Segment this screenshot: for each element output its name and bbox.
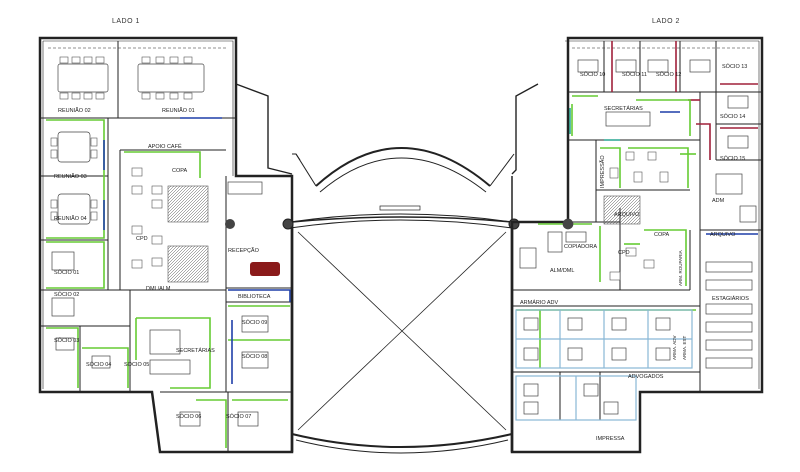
intern-workstations [705, 261, 753, 369]
teal-partitions [569, 108, 620, 141]
label-reuniao-01: REUNIÃO 01 [162, 107, 195, 114]
label-socio-01: SÓCIO 01 [54, 269, 79, 276]
label-advogados: ADVOGADOS [628, 374, 664, 380]
desks-right-upper [577, 59, 757, 223]
label-adm: ADM [712, 198, 725, 204]
label-copa-right: COPA [654, 232, 670, 238]
lawyers-desks [523, 317, 671, 415]
label-socio-07: SÓCIO 07 [226, 413, 251, 420]
room-labels-left: REUNIÃO 02 REUNIÃO 01 REUNIÃO 03 REUNIÃO… [54, 107, 271, 420]
label-copiadora: COPIADORA [564, 244, 597, 250]
label-reuniao-02: REUNIÃO 02 [58, 107, 91, 114]
central-atrium [282, 147, 520, 454]
label-socio-05: SÓCIO 05 [124, 361, 149, 368]
wc-fixtures-left [131, 167, 209, 283]
right-blue-outlines [660, 111, 758, 235]
label-cpd-right: CPD [618, 250, 630, 256]
label-socio-15: SÓCIO 15 [720, 155, 745, 162]
label-socio-11: SÓCIO 11 [622, 71, 647, 78]
left-wing [38, 36, 294, 454]
label-secretarias-right: SECRETÁRIAS [604, 105, 643, 112]
left-blue-outlines [103, 117, 291, 384]
side-label-left: LADO 1 [112, 18, 140, 25]
label-socio-14: SÓCIO 14 [720, 113, 745, 120]
label-secretarias-left: SECRETÁRIAS [176, 347, 215, 354]
label-socio-03: SÓCIO 03 [54, 337, 79, 344]
entrance-arc-outer [315, 147, 491, 187]
label-arma-est: ARMA. EST [682, 335, 687, 360]
label-socio-13: SÓCIO 13 [722, 63, 747, 70]
reception-area [225, 181, 280, 276]
label-socio-09: SÓCIO 09 [242, 319, 267, 326]
label-estagiarios: ESTAGIÁRIOS [712, 295, 749, 302]
label-arm-rouparia: ARM. ROUPARIA [678, 250, 683, 286]
label-recepcao: RECEPÇÃO [228, 247, 260, 254]
atrium-slanted-walls [235, 83, 539, 175]
label-socio-12: SÓCIO 12 [656, 71, 681, 78]
room-labels-right: SÓCIO 10 SÓCIO 11 SÓCIO 12 SÓCIO 13 SÓCI… [520, 63, 749, 442]
copy-room-furniture [519, 218, 587, 269]
label-reuniao-04: REUNIÃO 04 [54, 215, 87, 222]
label-arquivo-right: ARQUIVO [710, 232, 736, 238]
label-socio-08: SÓCIO 08 [242, 353, 267, 360]
left-green-outlines [46, 119, 290, 448]
wc-fixtures-right [603, 151, 669, 281]
label-impressa: IMPRESSA [596, 436, 625, 442]
label-impressao: IMPRESSÃO [599, 155, 606, 188]
label-armario-adv: ARMÁRIO ADV [520, 299, 559, 306]
label-socio-06: SÓCIO 06 [176, 413, 201, 420]
label-reuniao-03: REUNIÃO 03 [54, 173, 87, 180]
label-socio-02: SÓCIO 02 [54, 291, 79, 298]
label-copa-left: COPA [172, 168, 188, 174]
right-red-outlines [611, 41, 758, 160]
label-apoio-cafe: APOIO CAFÉ [148, 143, 182, 150]
side-label-right: LADO 2 [652, 18, 680, 25]
right-wing [510, 36, 764, 454]
label-arquivo: ARQUIVO [614, 212, 640, 218]
chairs-left [50, 56, 193, 221]
label-alm-dml: ALM/DML [550, 268, 574, 274]
left-wing-outer-wall [38, 36, 294, 454]
desks-left-lower [55, 315, 269, 427]
label-socio-04: SÓCIO 04 [86, 361, 111, 368]
label-socio-10: SÓCIO 10 [580, 71, 605, 78]
conference-tables-left [51, 63, 205, 317]
label-dml-alm: DML/ALM [146, 286, 171, 292]
label-biblioteca: BIBLIOTECA [238, 294, 271, 300]
bottom-arc [291, 433, 513, 448]
lawyers-partitions [515, 309, 693, 421]
label-cpd-left: CPD [136, 236, 148, 242]
label-arma-adv: ARMA. ADV [672, 335, 677, 360]
